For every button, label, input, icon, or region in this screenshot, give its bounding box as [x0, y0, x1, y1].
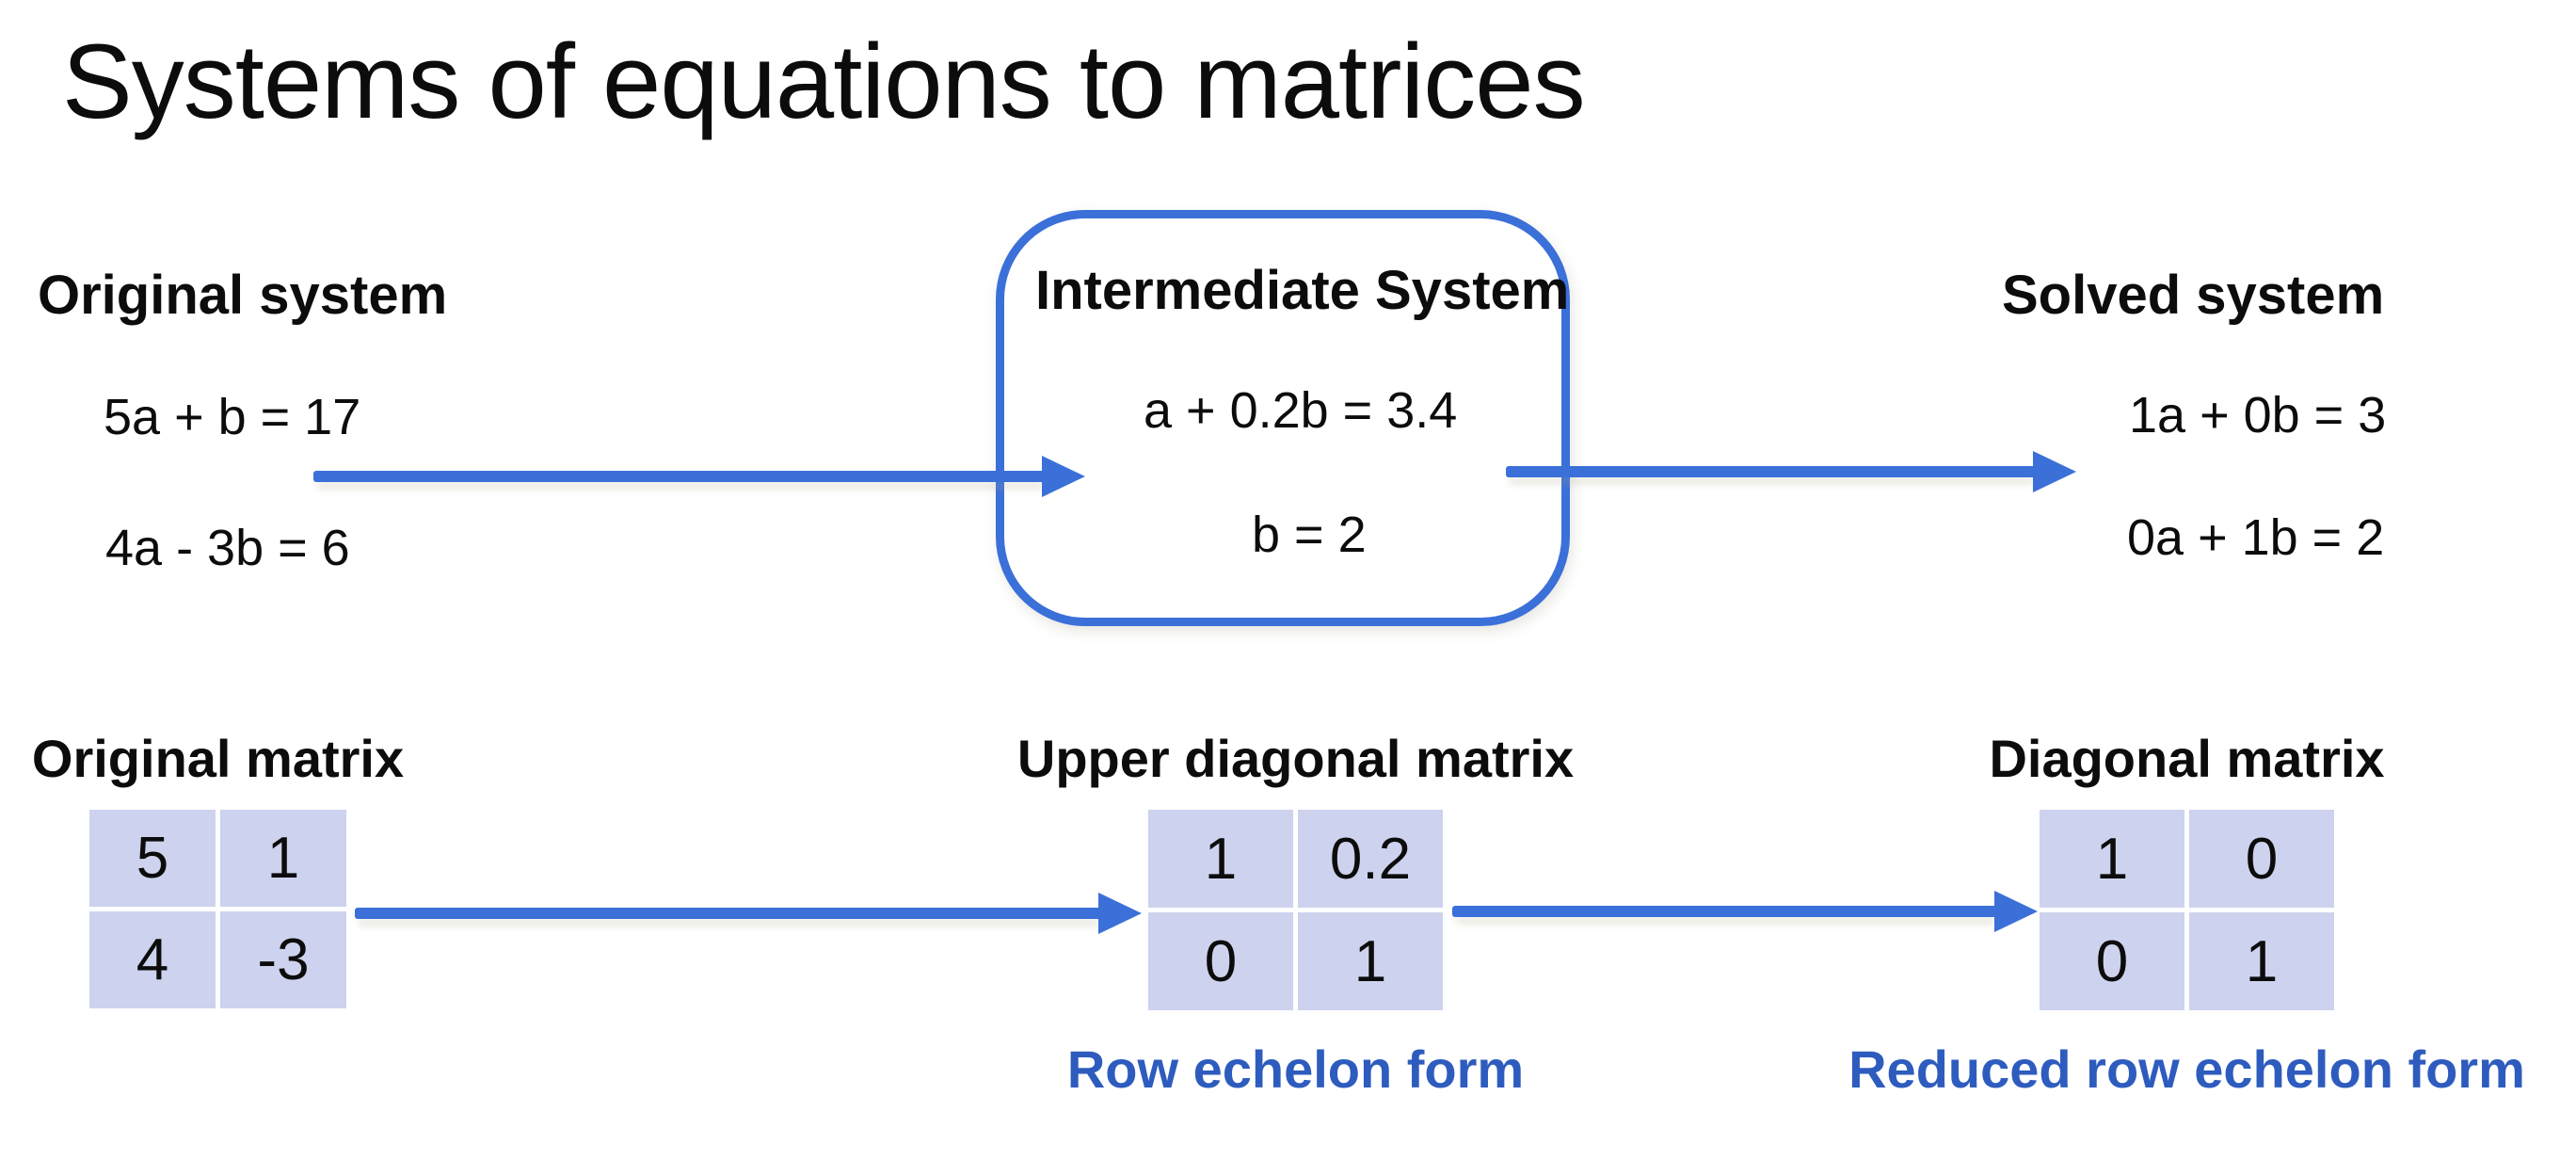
intermediate-system-heading: Intermediate System — [1035, 260, 1570, 321]
matrix-cell: 0 — [2040, 912, 2184, 1011]
arrow-original-to-upper-diagonal-icon — [355, 893, 1142, 934]
arrow-head-icon — [1098, 893, 1142, 934]
arrow-head-icon — [1994, 891, 2038, 932]
matrix-cell: 5 — [89, 810, 216, 908]
arrow-head-icon — [2033, 451, 2076, 492]
intermediate-system-equation-1: a + 0.2b = 3.4 — [1144, 382, 1458, 439]
upper-diagonal-matrix-grid: 1 0.2 0 1 — [1148, 810, 1443, 1011]
intermediate-system-box — [996, 210, 1570, 626]
matrix-cell: 1 — [1148, 810, 1293, 909]
matrix-cell: 4 — [89, 911, 216, 1009]
original-system-equation-2: 4a - 3b = 6 — [105, 520, 350, 576]
solved-system-heading: Solved system — [2002, 265, 2385, 326]
upper-diagonal-matrix-block: Upper diagonal matrix 1 0.2 0 1 Row eche… — [1017, 729, 1574, 1099]
intermediate-system-equation-2: b = 2 — [1252, 507, 1367, 563]
matrix-cell: 1 — [2040, 810, 2184, 909]
original-matrix-heading: Original matrix — [31, 729, 405, 788]
arrow-shaft — [313, 471, 1047, 482]
slide-title: Systems of equations to matrices — [62, 23, 1586, 140]
row-echelon-form-caption: Row echelon form — [1066, 1039, 1525, 1100]
diagonal-matrix-block: Diagonal matrix 1 0 0 1 Reduced row eche… — [1848, 729, 2525, 1099]
arrow-head-icon — [1042, 456, 1085, 497]
solved-system-equation-2: 0a + 1b = 2 — [2127, 509, 2385, 566]
matrix-cell: 0.2 — [1298, 810, 1443, 909]
matrix-cell: 1 — [1298, 912, 1443, 1011]
matrix-cell: -3 — [220, 911, 346, 1009]
diagonal-matrix-grid: 1 0 0 1 — [2040, 810, 2334, 1011]
matrix-cell: 0 — [2189, 810, 2334, 909]
matrix-cell: 1 — [2189, 912, 2334, 1011]
arrow-shaft — [355, 908, 1103, 919]
reduced-row-echelon-form-caption: Reduced row echelon form — [1848, 1039, 2525, 1100]
diagonal-matrix-heading: Diagonal matrix — [1989, 729, 2385, 788]
matrix-cell: 1 — [220, 810, 346, 908]
original-system-heading: Original system — [38, 265, 448, 326]
original-matrix-block: Original matrix 5 1 4 -3 — [32, 729, 404, 1009]
original-system-equation-1: 5a + b = 17 — [104, 389, 361, 445]
upper-diagonal-matrix-heading: Upper diagonal matrix — [1016, 729, 1575, 788]
arrow-shaft — [1452, 906, 1999, 917]
arrow-upper-diagonal-to-diagonal-icon — [1452, 891, 2038, 932]
matrix-cell: 0 — [1148, 912, 1293, 1011]
original-matrix-grid: 5 1 4 -3 — [89, 810, 346, 1009]
arrow-intermediate-to-solved-icon — [1506, 451, 2076, 492]
solved-system-equation-1: 1a + 0b = 3 — [2129, 387, 2387, 443]
arrow-shaft — [1506, 466, 2038, 477]
arrow-original-to-intermediate-icon — [313, 456, 1085, 497]
